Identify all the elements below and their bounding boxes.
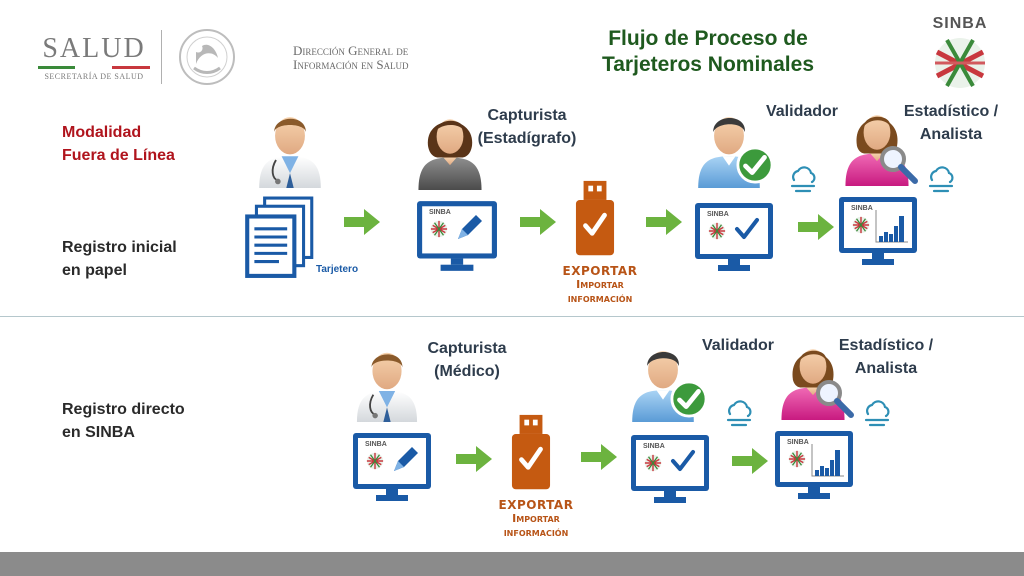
doctor-icon <box>254 104 326 188</box>
exportar-text: EXPORTAR <box>562 264 638 278</box>
arrow-right-icon <box>646 209 682 235</box>
importar-text: Importar <box>512 512 560 525</box>
sinba-logo: SINBA <box>922 14 998 92</box>
sinba-mini-globe-icon <box>852 216 870 234</box>
salud-underline <box>38 66 150 69</box>
usb-drive-icon <box>575 180 615 258</box>
sinba-mini-globe-icon <box>366 452 384 470</box>
capturista-line-1: Capturista <box>487 107 567 124</box>
bar-chart-icon <box>811 444 844 477</box>
registro-directo-label: Registro directo en SINBA <box>62 398 185 444</box>
registro-inicial-line-2: en papel <box>62 262 127 279</box>
monitor-brand: SINBA <box>851 205 873 212</box>
arrow-right-icon <box>798 214 834 240</box>
direccion-line-1: Dirección General de <box>293 43 409 58</box>
exportar-text: EXPORTAR <box>498 498 574 512</box>
monitor-brand: SINBA <box>429 209 451 216</box>
validador-label: Validador <box>701 337 775 354</box>
header-separator <box>161 30 162 84</box>
documents-icon <box>244 196 316 280</box>
pencil-icon <box>394 447 418 471</box>
estadistico-line-1: Estadístico / <box>903 103 999 120</box>
validador-label: Validador <box>765 103 839 120</box>
row-divider <box>0 316 1024 317</box>
registro-directo-line-1: Registro directo <box>62 401 185 418</box>
magnifier-icon <box>878 144 918 184</box>
arrow-right-icon <box>344 209 380 235</box>
estadistico-line-1: Estadístico / <box>838 337 934 354</box>
salud-logo: SALUD SECRETARÍA DE SALUD <box>30 33 158 81</box>
checkmark-icon <box>735 218 759 239</box>
monitor-brand: SINBA <box>365 441 387 448</box>
check-icon <box>670 380 708 418</box>
modalidad-label: Modalidad Fuera de Línea <box>62 121 175 167</box>
validation-monitor: SINBA <box>630 434 710 504</box>
estadistico-line-2: Analista <box>854 360 918 377</box>
capturista-line-2: (Estadígrafo) <box>477 130 577 147</box>
usb-drive-icon <box>511 414 551 492</box>
estadistico-label: Estadístico / Analista <box>896 100 1006 146</box>
pencil-icon <box>458 215 482 239</box>
arrow-right-icon <box>732 448 768 474</box>
sinba-mini-globe-icon <box>430 220 448 238</box>
monitor-brand: SINBA <box>787 439 809 446</box>
estadistico-label: Estadístico / Analista <box>830 334 942 380</box>
direccion-line-2: Información en Salud <box>293 57 409 72</box>
capturista-medico-label: Capturista (Médico) <box>402 337 532 383</box>
capture-monitor: SINBA <box>352 432 432 502</box>
page-title: Flujo de Proceso de Tarjeteros Nominales <box>560 26 856 78</box>
capturista-medico-line-1: Capturista <box>427 340 507 357</box>
capturista-estadigrafo-label: Capturista (Estadígrafo) <box>462 104 592 150</box>
monitor-brand: SINBA <box>707 211 729 218</box>
modalidad-line-1: Modalidad <box>62 124 142 141</box>
salud-wordmark: SALUD <box>42 33 146 64</box>
footer-bar <box>0 552 1024 576</box>
page-title-line-1: Flujo de Proceso de <box>608 27 808 50</box>
registro-inicial-label: Registro inicial en papel <box>62 236 177 282</box>
arrow-right-icon <box>456 446 492 472</box>
sinba-mini-globe-icon <box>644 454 662 472</box>
cloud-sync-icon <box>860 400 894 428</box>
cloud-sync-icon <box>924 166 958 194</box>
magnifier-icon <box>814 378 854 418</box>
modalidad-line-2: Fuera de Línea <box>62 147 175 164</box>
arrow-right-icon <box>581 444 617 470</box>
monitor-brand: SINBA <box>643 443 665 450</box>
sinba-mini-globe-icon <box>708 222 726 240</box>
tarjetero-label: Tarjetero <box>316 264 359 275</box>
sinba-mini-globe-icon <box>788 450 806 468</box>
registro-inicial-line-1: Registro inicial <box>62 239 177 256</box>
secretaria-text: SECRETARÍA DE SALUD <box>44 72 144 81</box>
exportar-label: EXPORTAR Importar información <box>481 498 591 540</box>
sinba-logo-text: SINBA <box>932 15 988 32</box>
check-icon <box>736 146 774 184</box>
page-title-line-2: Tarjeteros Nominales <box>601 53 815 76</box>
capture-monitor: SINBA <box>416 200 498 272</box>
bar-chart-icon <box>875 210 908 243</box>
coat-of-arms-icon <box>179 29 235 85</box>
exportar-label: EXPORTAR Importar información <box>545 264 655 306</box>
analysis-monitor: SINBA <box>774 430 854 500</box>
capturista-medico-line-2: (Médico) <box>434 363 500 380</box>
sinba-globe-icon <box>935 38 985 88</box>
checkmark-icon <box>671 450 695 471</box>
informacion-text: información <box>567 292 633 305</box>
validation-monitor: SINBA <box>694 202 774 272</box>
importar-text: Importar <box>576 278 624 291</box>
informacion-text: información <box>503 526 569 539</box>
direccion-general-text: Dirección General de Información en Salu… <box>293 44 409 72</box>
cloud-sync-icon <box>786 166 820 194</box>
estadistico-line-2: Analista <box>919 126 983 143</box>
analysis-monitor: SINBA <box>838 196 918 266</box>
registro-directo-line-2: en SINBA <box>62 424 135 441</box>
arrow-right-icon <box>520 209 556 235</box>
cloud-sync-icon <box>722 400 756 428</box>
